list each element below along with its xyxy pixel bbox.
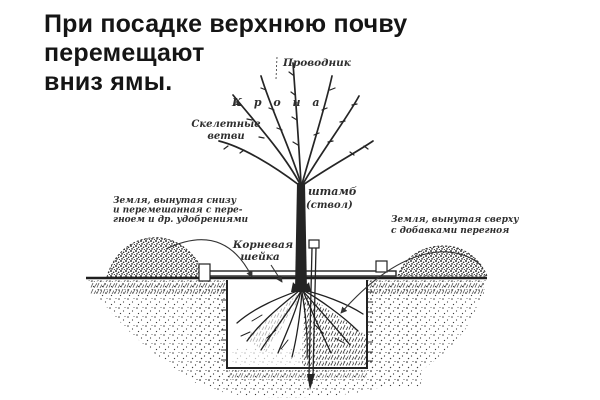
tree <box>218 62 374 292</box>
caption-line1: При посадке верхнюю почву перемещают <box>44 10 408 67</box>
label-soil-right-line1: Земля, вынутая сверху <box>391 215 519 225</box>
label-soil-right-line2: с добавками перегноя <box>391 225 509 236</box>
label-trunk-line2: (ствол) <box>306 200 353 211</box>
right-soil-arrow <box>340 251 482 314</box>
caption: При посадке верхнюю почву перемещают вни… <box>44 10 574 97</box>
label-soil-left-line2: и перемешанная с пере- <box>113 206 243 216</box>
label-soil-left-line3: гноем и др. удобрениями <box>113 214 249 225</box>
tree-trunk <box>295 183 307 290</box>
tree-roots <box>236 289 367 367</box>
root-collar-pointer <box>270 264 283 283</box>
support-stake <box>307 239 320 390</box>
label-crown: К р о н а <box>231 96 324 109</box>
left-soil-arrow <box>165 239 253 278</box>
label-leader: Проводник <box>282 57 352 69</box>
label-soil-left-line1: Земля, вынутая снизу <box>113 196 237 206</box>
soil-transfer-arrows <box>165 56 482 314</box>
tree-branches <box>218 62 374 186</box>
label-root-collar-line2: шейка <box>240 250 280 263</box>
soil-mound-right <box>397 245 488 277</box>
label-skeletal-branches-line2: ветви <box>207 131 244 142</box>
label-skeletal-branches-line1: Скелетные <box>191 119 260 130</box>
label-root-collar-line1: Корневая <box>232 239 293 251</box>
label-trunk-line1: штамб <box>308 185 357 198</box>
root-collar <box>291 282 311 292</box>
caption-line2: вниз ямы. <box>44 68 173 96</box>
soil-mound-left <box>106 237 207 278</box>
